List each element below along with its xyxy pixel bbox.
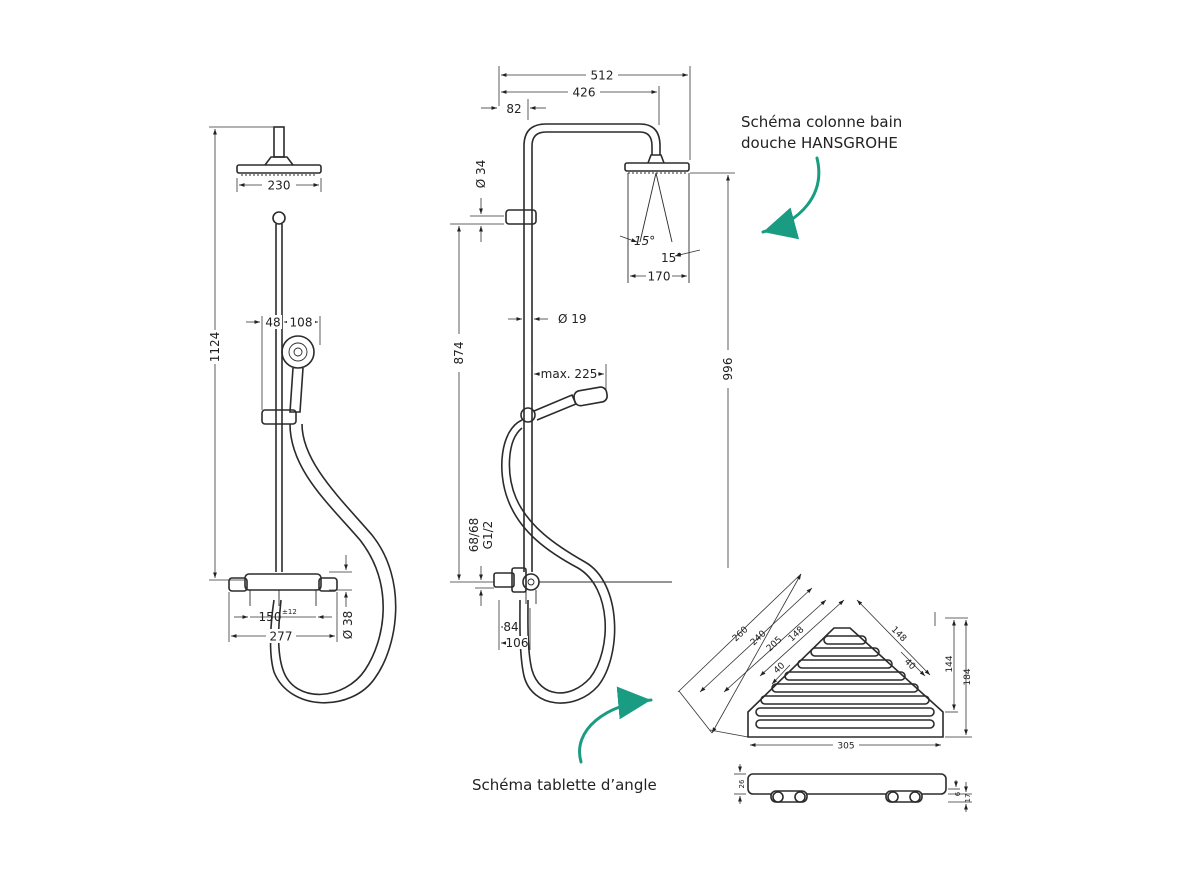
shelf-diagram-caption: Schéma tablette d’angle (472, 776, 657, 794)
dim-bracket-diameter: Ø 34 (474, 160, 488, 189)
mixer-side (493, 567, 672, 604)
dim-head-width-side: 170 (648, 270, 671, 284)
dim-shelf-width: 305 (837, 742, 854, 752)
dim-handshower-diameter: 108 (290, 316, 313, 330)
dim-diag-outer: 260 (731, 625, 751, 644)
column-side (505, 123, 661, 572)
dim-spray-angle-right: 15° (661, 251, 682, 265)
column-caption-line2: douche HANSGROHE (741, 134, 898, 152)
handshower-side (520, 386, 608, 423)
shelf-side-dimensions (734, 764, 972, 812)
dim-total-height: 1124 (208, 332, 222, 363)
hose-front (269, 423, 397, 704)
column-front (261, 224, 297, 572)
dim-mixer-depth: 106 (506, 636, 529, 650)
dim-pipe-diameter: Ø 19 (558, 312, 587, 326)
front-view: 230 1124 48 108 150 ±12 277 Ø 38 (207, 126, 397, 704)
shelf-caption-arrow (578, 686, 653, 764)
dim-head-height: 996 (721, 358, 735, 381)
dim-foot-gap: 6 (954, 791, 962, 796)
handshower-front (281, 335, 315, 413)
dim-arm-reach: 426 (573, 86, 596, 100)
shelf-feet (770, 790, 923, 803)
dim-foot-height: 17 (964, 794, 972, 803)
dim-spray-angle-left: 15° (634, 234, 655, 248)
dim-wall-offset: 82 (506, 102, 521, 116)
shelf-side-view: 26 17 6 (734, 764, 972, 812)
side-view: 512 426 82 Ø 34 874 Ø 19 max. 225 996 15… (450, 66, 736, 704)
shelf-slots (755, 635, 935, 729)
dim-shelf-thickness: 26 (738, 779, 746, 788)
caption-arrows (578, 156, 821, 764)
hose-side (501, 419, 616, 704)
overhead-shower-front (236, 126, 322, 225)
dim-mixer-depth-small: 84 (503, 620, 518, 634)
dim-handshower-offset: 48 (265, 316, 280, 330)
front-dimensions (209, 126, 352, 642)
dim-depth-inner: 144 (945, 655, 955, 672)
dim-connection-thread: G1/2 (481, 521, 495, 550)
dim-diag-front: 148 (787, 625, 807, 644)
dim-head-width-front: 230 (268, 179, 291, 193)
dim-handshower-reach: max. 225 (541, 367, 598, 381)
dim-side-length: 148 (889, 625, 908, 644)
overhead-shower-side (624, 154, 690, 283)
dim-depth-total: 184 (963, 668, 973, 685)
dim-diag-inner: 205 (765, 635, 784, 654)
front-dimension-labels: 230 1124 48 108 150 ±12 277 Ø 38 (207, 178, 355, 644)
shelf-dimensions (677, 573, 972, 747)
side-dimension-labels: 512 426 82 Ø 34 874 Ø 19 max. 225 996 15… (450, 68, 736, 650)
column-diagram-caption: Schéma colonne bain douche HANSGROHE (741, 112, 902, 154)
dim-overall-width: 512 (591, 69, 614, 83)
side-dimensions (450, 66, 735, 650)
dim-inlet-spacing: 150 (259, 610, 282, 624)
dim-mixer-diameter: Ø 38 (341, 611, 355, 640)
column-caption-arrow (761, 156, 821, 240)
thermostat-front (228, 573, 338, 606)
dim-rail-height: 874 (452, 342, 466, 365)
dim-mixer-width: 277 (270, 630, 293, 644)
shelf-top-view: 260 240 205 148 40 148 40 144 184 305 (677, 573, 973, 752)
column-caption-line1: Schéma colonne bain (741, 113, 903, 131)
shelf-side-dimension-labels: 26 17 6 (738, 779, 972, 802)
dim-connection-size: 68/68 (467, 518, 481, 553)
dim-inlet-spacing-tolerance: ±12 (282, 608, 297, 616)
